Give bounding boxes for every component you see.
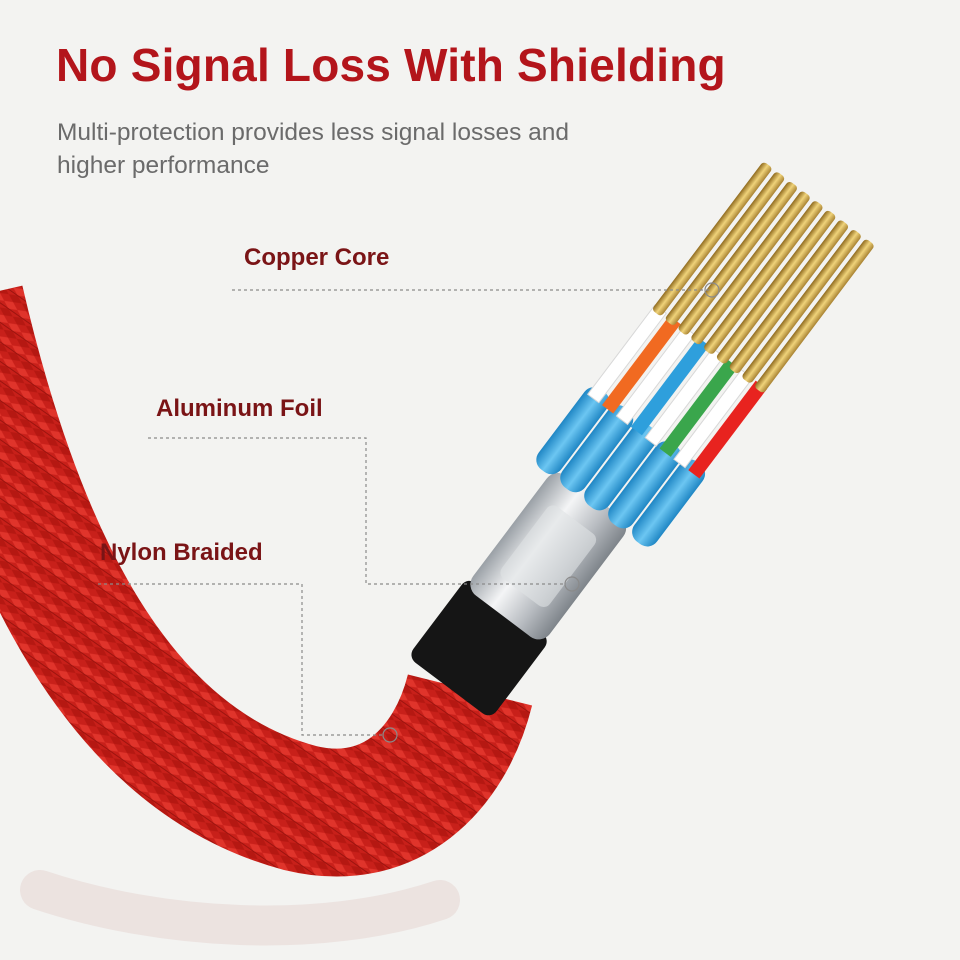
- page-subtitle: Multi-protection provides less signal lo…: [57, 119, 570, 179]
- copper-core-marker: [704, 282, 720, 298]
- cable-shadow: [20, 870, 460, 946]
- cable-connector-assembly: [411, 162, 874, 716]
- nylon-braided-marker: [382, 727, 398, 743]
- copper-core-label: Copper Core: [244, 244, 390, 271]
- blue-insulation: [536, 387, 706, 547]
- aluminum-foil-marker: [564, 576, 580, 592]
- leader-endpoints: [382, 282, 720, 743]
- copper-core-strands: [653, 162, 874, 393]
- leader-lines: [98, 289, 712, 736]
- aluminum-foil-leader: [148, 437, 566, 585]
- aluminum-foil-label: Aluminum Foil: [156, 395, 323, 422]
- nylon-braided-leader: [98, 583, 384, 736]
- page-title: No Signal Loss With Shielding: [56, 39, 726, 91]
- nylon-braided-cable: [0, 285, 533, 877]
- nylon-braided-label: Nylon Braided: [100, 539, 263, 566]
